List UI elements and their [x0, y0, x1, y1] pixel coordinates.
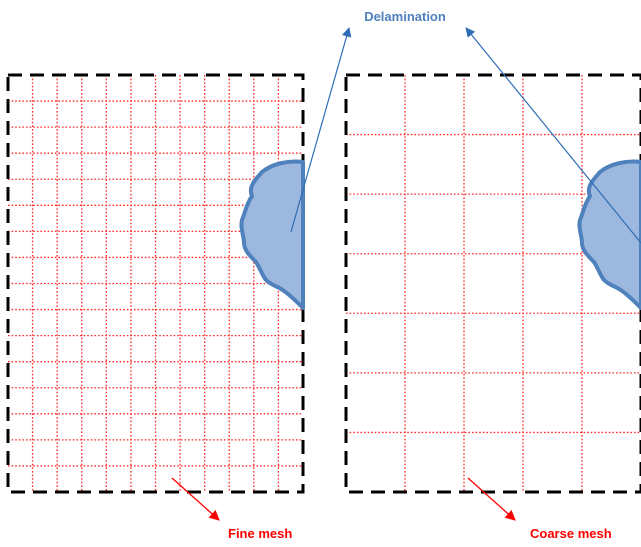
delamination-leader-coarse — [465, 27, 641, 244]
coarse-mesh-label: Coarse mesh — [530, 526, 612, 541]
delamination-label: Delamination — [364, 9, 446, 24]
coarse-mesh-arrow — [467, 477, 516, 521]
fine-mesh-arrow — [171, 477, 220, 521]
delamination-region-fine — [239, 159, 305, 310]
fine-mesh-label: Fine mesh — [228, 526, 292, 541]
delamination-leader-fine — [290, 27, 352, 233]
delamination-region-coarse — [577, 159, 641, 310]
fine-mesh-panel — [6, 73, 305, 494]
coarse-mesh-border — [344, 73, 641, 494]
fine-mesh-grid — [8, 75, 303, 492]
coarse-mesh-panel — [344, 73, 641, 494]
fine-mesh-border — [6, 73, 305, 494]
coarse-mesh-grid — [346, 75, 641, 492]
